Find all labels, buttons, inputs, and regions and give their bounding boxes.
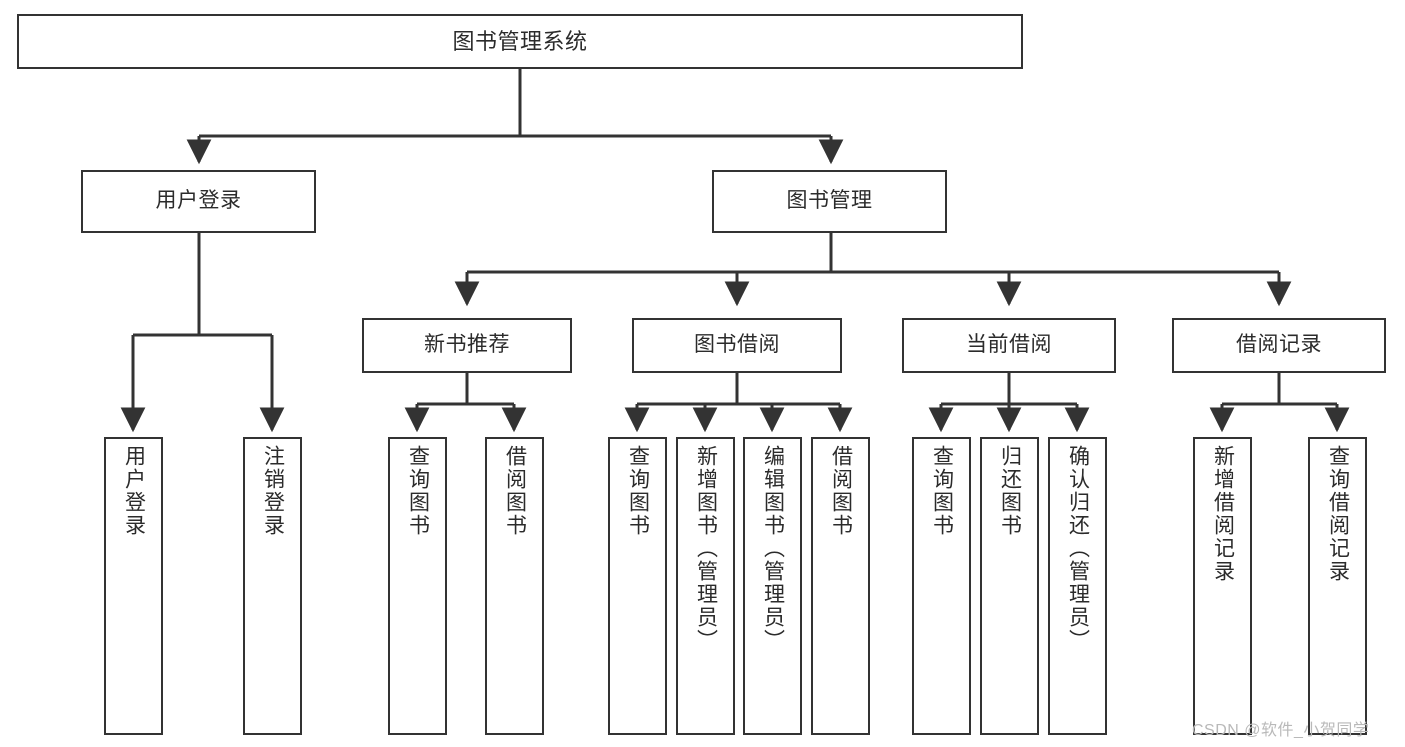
leaf-new-book-borrow-book[interactable]: 借阅图书 — [485, 437, 544, 735]
node-label: 图书管理 — [786, 189, 873, 213]
leaf-borrow-record-add-record[interactable]: 新增借阅记录 — [1193, 437, 1252, 735]
node-label: 注销登录 — [261, 445, 285, 537]
leaf-user-login-login[interactable]: 用户登录 — [104, 437, 163, 735]
node-label: 确认归还（管理员） — [1066, 445, 1090, 652]
node-book-borrow[interactable]: 图书借阅 — [632, 318, 842, 373]
node-label: 新书推荐 — [424, 333, 510, 357]
node-book-management[interactable]: 图书管理 — [712, 170, 947, 233]
leaf-borrow-record-query-record[interactable]: 查询借阅记录 — [1308, 437, 1367, 735]
leaf-new-book-query-book[interactable]: 查询图书 — [388, 437, 447, 735]
node-label: 借阅图书 — [829, 445, 853, 537]
node-label: 编辑图书（管理员） — [761, 445, 785, 652]
node-label: 归还图书 — [998, 445, 1022, 537]
leaf-book-borrow-add-book-admin[interactable]: 新增图书（管理员） — [676, 437, 735, 735]
node-label: 图书借阅 — [694, 333, 780, 357]
leaf-current-borrow-return-book[interactable]: 归还图书 — [980, 437, 1039, 735]
leaf-current-borrow-confirm-return-admin[interactable]: 确认归还（管理员） — [1048, 437, 1107, 735]
node-label: 当前借阅 — [966, 333, 1052, 357]
node-root-book-management-system[interactable]: 图书管理系统 — [17, 14, 1023, 69]
leaf-user-login-logout[interactable]: 注销登录 — [243, 437, 302, 735]
node-borrow-record[interactable]: 借阅记录 — [1172, 318, 1386, 373]
csdn-watermark: CSDN @软件_小贺同学 — [1192, 722, 1370, 739]
node-label: 查询借阅记录 — [1326, 445, 1350, 583]
leaf-book-borrow-edit-book-admin[interactable]: 编辑图书（管理员） — [743, 437, 802, 735]
leaf-current-borrow-query-book[interactable]: 查询图书 — [912, 437, 971, 735]
node-label: 图书管理系统 — [452, 28, 588, 54]
node-label: 查询图书 — [406, 445, 430, 537]
leaf-book-borrow-query-book[interactable]: 查询图书 — [608, 437, 667, 735]
node-label: 借阅记录 — [1236, 333, 1322, 357]
node-label: 新增图书（管理员） — [694, 445, 718, 652]
leaf-book-borrow-borrow-book[interactable]: 借阅图书 — [811, 437, 870, 735]
node-label: 借阅图书 — [503, 445, 527, 537]
node-label: 用户登录 — [155, 189, 242, 213]
node-label: 用户登录 — [122, 445, 146, 537]
node-current-borrow[interactable]: 当前借阅 — [902, 318, 1116, 373]
node-label: 查询图书 — [930, 445, 954, 537]
node-label: 新增借阅记录 — [1211, 445, 1235, 583]
node-new-book-recommend[interactable]: 新书推荐 — [362, 318, 572, 373]
node-label: 查询图书 — [626, 445, 650, 537]
node-user-login[interactable]: 用户登录 — [81, 170, 316, 233]
